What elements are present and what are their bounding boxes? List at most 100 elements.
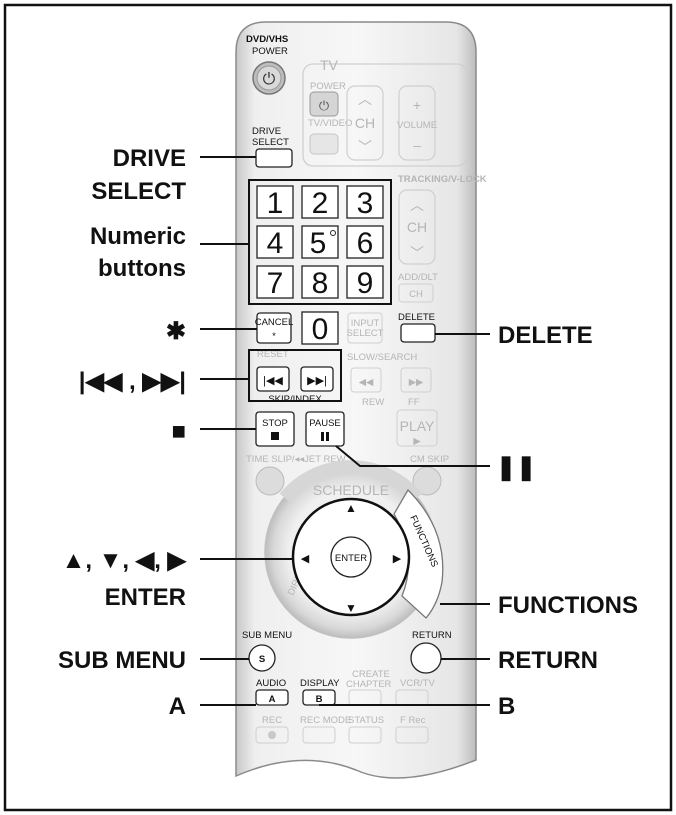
rec-mode-button[interactable] [302,726,336,744]
enter-button[interactable] [330,536,372,578]
add-dlt-button[interactable] [398,283,434,303]
callout-return: RETURN [498,647,598,674]
skip-back-icon: |◀◀ [263,375,283,387]
ch-label: CH [407,219,427,235]
key-7[interactable] [256,265,294,299]
input-select-label-line2: SELECT [347,328,384,339]
tv-power-icon: ⏻ [319,98,329,113]
ff-button[interactable] [400,367,432,393]
arrow-right-icon: ▶ [393,553,402,565]
schedule-arc[interactable] [279,460,423,503]
rec-label: REC [262,715,282,726]
display-key-label: B [316,694,323,705]
callout-pause: ❚❚ [496,454,536,482]
add-dlt-label: ADD/DLT [398,272,438,283]
key-5-tactile-dot [330,230,336,236]
stop-label: STOP [262,418,288,429]
key-8[interactable] [301,265,339,299]
volume-minus-icon: – [413,137,421,153]
play-button[interactable] [396,409,438,447]
tv-channel-down-icon: ﹀ [358,139,372,155]
cm-skip-label: CM SKIP [410,454,449,465]
power-icon: ⏻ [263,71,276,88]
arrow-left-icon: ◀ [301,553,310,565]
add-dlt-ch-label: CH [409,289,423,300]
enter-label: ENTER [335,553,367,564]
tv-power-button[interactable] [309,91,339,117]
input-select-button[interactable] [347,312,383,344]
pause-icon-bar-right [326,432,329,441]
drive-select-button[interactable] [255,148,293,168]
rec-mode-label: REC MODE [300,715,351,726]
display-label: DISPLAY [300,678,340,689]
tv-ch-label: CH [355,115,375,131]
sub-menu-key-label: S [259,654,265,665]
f-rec-button[interactable] [395,726,429,744]
key-6[interactable] [346,225,384,259]
power-label: POWER [252,46,288,57]
key-9[interactable] [346,265,384,299]
tv-video-button[interactable] [309,133,339,155]
key-0[interactable] [301,311,339,345]
rew-button[interactable] [350,367,382,393]
tv-group-box [302,63,468,167]
skip-forward-icon: ▶▶| [307,375,327,387]
callout-drive-select-line2: SELECT [91,178,186,205]
return-button[interactable] [410,642,442,674]
key-1[interactable] [256,185,294,219]
status-button[interactable] [348,726,382,744]
delete-button[interactable] [400,323,436,343]
audio-key-label: A [269,694,276,705]
rec-icon [268,731,276,739]
skip-back-button[interactable] [256,366,290,392]
arrow-up-icon: ▲ [345,501,357,515]
cancel-label: CANCEL [255,317,294,328]
callout-b: B [498,693,515,720]
numeric-keypad: 1 2 3 4 5 6 7 8 9 [256,185,384,300]
key-9-label: 9 [357,267,374,300]
return-label: RETURN [412,630,452,641]
tv-channel-rocker[interactable] [346,85,384,161]
key-5-label: 5 [310,227,327,260]
callout-numeric-line2: buttons [98,255,186,282]
reset-label: RESET [257,349,289,360]
tracking-label: TRACKING/V-LOCK [398,174,487,185]
audio-button[interactable] [255,689,289,706]
key-5[interactable] [301,225,339,259]
tv-volume-rocker[interactable] [398,85,436,161]
pause-icon-bar-left [321,432,324,441]
volume-plus-icon: + [413,97,421,113]
drive-select-label-line1: DRIVE [252,126,281,137]
key-6-label: 6 [357,227,374,260]
callout-skip: |◀◀ , ▶▶| [79,368,186,395]
key-1-label: 1 [267,187,284,220]
key-2[interactable] [301,185,339,219]
delete-label: DELETE [398,312,435,323]
channel-down-icon: ﹀ [410,245,424,261]
key-3[interactable] [346,185,384,219]
tv-power-label: POWER [310,81,346,92]
vcr-tv-label: VCR/TV [400,678,436,689]
cancel-star-label: * [272,331,276,342]
tv-channel-up-icon: ︿ [358,91,372,107]
create-chapter-label-line1: CREATE [352,669,390,680]
status-label: STATUS [348,715,384,726]
key-4[interactable] [256,225,294,259]
rec-button[interactable] [255,726,289,744]
key-7-label: 7 [267,267,284,300]
pause-button[interactable] [305,411,345,447]
key-4-label: 4 [267,227,284,260]
pause-label: PAUSE [309,418,341,429]
skip-forward-button[interactable] [300,366,334,392]
f-rec-label: F Rec [400,715,426,726]
rew-icon: ◀◀ [359,377,374,388]
callout-sub-menu: SUB MENU [58,647,186,674]
callout-stop: ■ [172,418,187,445]
arrow-down-icon: ▼ [345,601,357,615]
callout-functions: FUNCTIONS [498,592,638,619]
time-slip-button[interactable] [255,466,285,496]
ff-label: FF [408,397,420,408]
rew-label: REW [362,397,384,408]
channel-rocker[interactable] [398,189,436,265]
